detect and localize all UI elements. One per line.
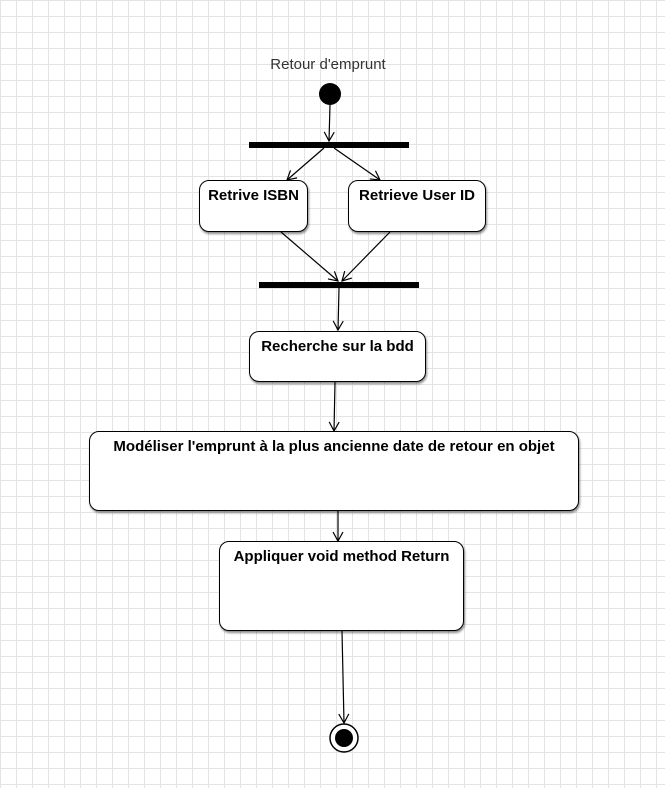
- edge-fork-to-isbn[interactable]: [286, 147, 325, 181]
- activity-retrieve-isbn[interactable]: Retrive ISBN: [199, 180, 308, 232]
- activity-modeliser-emprunt[interactable]: Modéliser l'emprunt à la plus ancienne d…: [89, 431, 579, 511]
- edge-userid-to-join[interactable]: [341, 231, 391, 282]
- diagram-title: Retour d'emprunt: [270, 56, 386, 73]
- edge-initial-to-fork[interactable]: [323, 104, 335, 143]
- join-bar[interactable]: [259, 282, 419, 288]
- activity-retrieve-user-id[interactable]: Retrieve User ID: [348, 180, 486, 232]
- activity-recherche-bdd[interactable]: Recherche sur la bdd: [249, 331, 426, 382]
- fork-bar[interactable]: [249, 142, 409, 148]
- final-node-inner: [335, 729, 353, 747]
- activity-appliquer-return[interactable]: Appliquer void method Return: [219, 541, 464, 631]
- edge-fork-to-userid[interactable]: [333, 147, 382, 181]
- edge-isbn-to-join[interactable]: [280, 231, 339, 282]
- edge-appliquer-to-final[interactable]: [338, 630, 350, 725]
- initial-node[interactable]: [319, 83, 341, 105]
- edge-recherche-to-modeliser[interactable]: [328, 381, 340, 433]
- edge-join-to-recherche[interactable]: [332, 287, 344, 332]
